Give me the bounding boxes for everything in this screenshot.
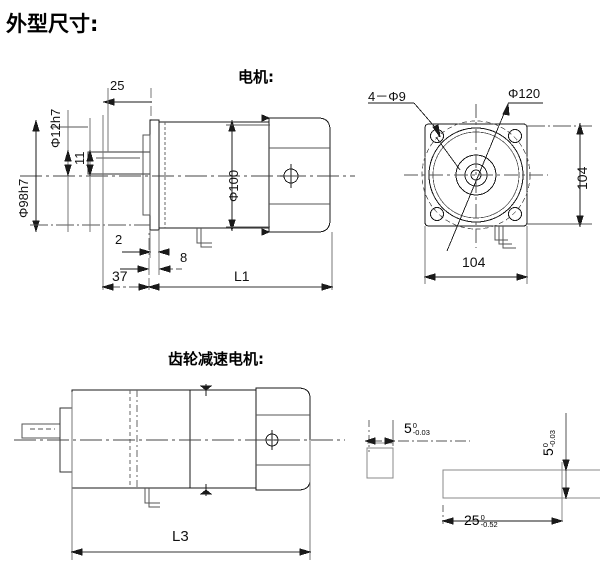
dim-total-length-l1: L1 [234,268,250,284]
dim-bolt-holes: 4－Φ9 [368,89,406,104]
dim-key-width-nominal: 5 [404,420,412,436]
dim-flange-width: 104 [462,254,486,270]
dim-key-length-nominal: 25 [464,512,480,528]
section-label-gear-motor: 齿轮减速电机: [168,350,264,368]
dim-shaft-length: 25 [110,78,125,93]
dim-key-width-lower: -0.03 [412,428,430,438]
dim-key-height-nominal: 5 [540,448,556,456]
dim-step: 8 [180,250,188,265]
dim-key-length-lower: -0.52 [480,520,498,530]
dim-key-length-upper: 0 [480,512,485,522]
dim-front-length: 37 [112,268,128,284]
dim-key-height-lower: -0.03 [548,430,558,448]
dim-body-dia: Φ100 [226,169,241,202]
dim-flange-height: 104 [574,166,590,190]
dim-shaft-dia: Φ12h7 [48,108,63,148]
dim-bolt-circle: Φ120 [508,86,541,101]
dim-total-length-l3: L3 [172,528,189,545]
page-title: 外型尺寸: [6,12,99,36]
section-label-motor: 电机: [238,68,274,86]
dim-key-width-upper: 0 [412,420,417,430]
dim-flange-pilot-dia: Φ98h7 [16,178,31,218]
dim-flange-thickness: 2 [115,232,123,247]
dim-key-length: 11 [72,151,87,166]
